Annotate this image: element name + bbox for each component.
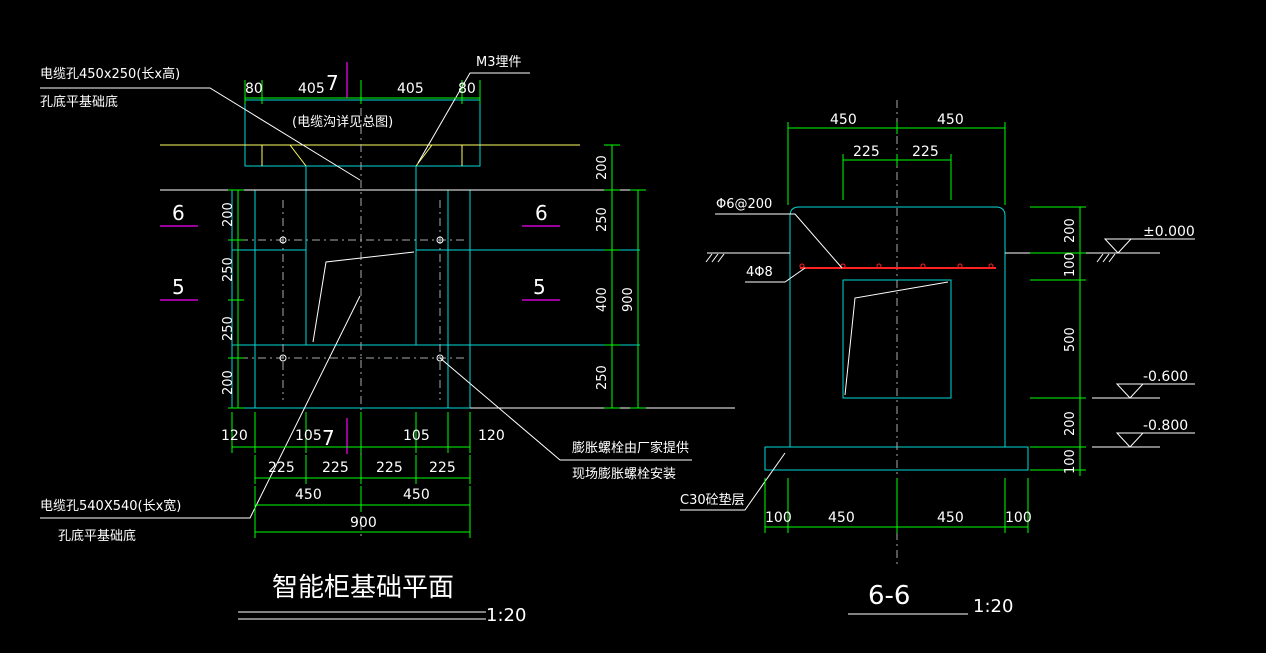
section-dim-right-5: 100 (1063, 449, 1078, 474)
plan-dim-bottom-c-1: 450 (295, 487, 322, 503)
plan-dim-top-4: 80 (458, 81, 476, 97)
m3-embed-label: M3埋件 (476, 55, 522, 70)
section-mark-right-6: 6 (535, 201, 548, 225)
main-bar-label: 4Φ8 (746, 265, 773, 280)
plan-dim-bottom-a-3: 105 (403, 428, 430, 444)
plan-title: 智能柜基础平面 (272, 573, 454, 603)
section-dimension-lines (764, 122, 1086, 533)
section-mark-top-7: 7 (326, 71, 339, 95)
section-dim-bottom-1: 100 (765, 510, 792, 526)
break-line (312, 251, 415, 343)
bolt-hole (436, 236, 444, 244)
plan-dimension-lines (228, 80, 646, 538)
plan-dim-right-2: 250 (595, 207, 610, 232)
plan-dim-top-3: 405 (397, 81, 424, 97)
cushion-label: C30砼垫层 (680, 492, 745, 508)
section-dim-right-4: 200 (1063, 411, 1078, 436)
plan-dim-bottom-b-2: 225 (322, 460, 349, 476)
section-break-line (844, 281, 949, 396)
trench-outline (244, 99, 481, 346)
plan-dim-bottom-a-4: 120 (478, 428, 505, 444)
section-dim-bottom-3: 450 (937, 510, 964, 526)
centerlines (240, 90, 465, 540)
leader-lines (40, 72, 692, 519)
elevation-0: ±0.000 (1143, 224, 1195, 240)
plan-dim-left-1: 200 (221, 202, 236, 227)
plan-dim-bottom-b-1: 225 (268, 460, 295, 476)
plan-dim-bottom-c-2: 450 (403, 487, 430, 503)
section-markers (160, 62, 560, 454)
bolt-hole (436, 354, 444, 362)
section-dim-top-a-2: 450 (937, 112, 964, 128)
section-dim-top-b-2: 225 (912, 144, 939, 160)
section-title: 6-6 (868, 581, 910, 611)
section-dim-bottom-2: 450 (828, 510, 855, 526)
elevation-marks (1092, 238, 1195, 448)
section-mark-left-6: 6 (172, 201, 185, 225)
bolt-holes (279, 236, 444, 362)
section-mark-bottom-7: 7 (322, 426, 335, 450)
section-dim-right-2: 100 (1063, 252, 1078, 277)
plan-dim-left-4: 200 (221, 370, 236, 395)
elevation-2: -0.800 (1143, 418, 1188, 434)
foundation-outline (231, 189, 640, 409)
section-scale: 1:20 (973, 596, 1013, 617)
section-dim-bottom-4: 100 (1005, 510, 1032, 526)
section-dim-top-b-1: 225 (853, 144, 880, 160)
bolt-note-sub: 现场膨胀螺栓安装 (572, 467, 676, 482)
cable-hole-top-sub: 孔底平基础底 (40, 94, 118, 110)
plan-dim-bottom-b-3: 225 (376, 460, 403, 476)
plan-view: 7 7 6 6 5 5 (40, 55, 735, 626)
plan-title-underline (238, 611, 486, 620)
section-dim-top-a-1: 450 (830, 112, 857, 128)
plan-dim-bottom-a-2: 105 (295, 428, 322, 444)
section-dim-right-1: 200 (1063, 218, 1078, 243)
plan-dim-right-total: 900 (621, 287, 636, 312)
section-dim-right-3: 500 (1063, 327, 1078, 352)
bolt-note: 膨胀螺栓由厂家提供 (572, 440, 689, 456)
section-view: 450 450 225 225 100 450 450 100 200 100 … (680, 100, 1195, 617)
plan-dim-top-1: 80 (245, 81, 263, 97)
bolt-hole (279, 236, 287, 244)
plan-dim-left-2: 250 (221, 257, 236, 282)
plan-dim-bottom-b-4: 225 (429, 460, 456, 476)
plan-dim-right-1: 200 (595, 155, 610, 180)
plan-dim-bottom-a-1: 120 (221, 428, 248, 444)
stirrup-label: Φ6@200 (716, 197, 772, 212)
section-mark-right-5: 5 (533, 275, 546, 299)
plan-dim-left-3: 250 (221, 316, 236, 341)
section-body (789, 206, 1006, 447)
bolt-hole (279, 354, 287, 362)
cable-hole-top-label: 电缆孔450x250(长x高) (40, 66, 180, 82)
trench-hatch (261, 144, 463, 167)
cable-hole-bottom-label: 电缆孔540X540(长x宽) (40, 498, 181, 514)
plan-dim-bottom-total: 900 (350, 515, 377, 531)
rebar-dots (799, 263, 994, 269)
plan-dim-right-4: 250 (595, 365, 610, 390)
plan-dim-top-2: 405 (298, 81, 325, 97)
cable-hole-bottom-sub: 孔底平基础底 (58, 528, 136, 544)
plan-dim-right-3: 400 (595, 287, 610, 312)
section-mark-left-5: 5 (172, 275, 185, 299)
section-ground (705, 252, 1160, 263)
elevation-1: -0.600 (1143, 369, 1188, 385)
plan-scale: 1:20 (486, 605, 526, 626)
trench-note: (电缆沟详见总图) (292, 114, 393, 130)
section-leaders (680, 213, 843, 511)
